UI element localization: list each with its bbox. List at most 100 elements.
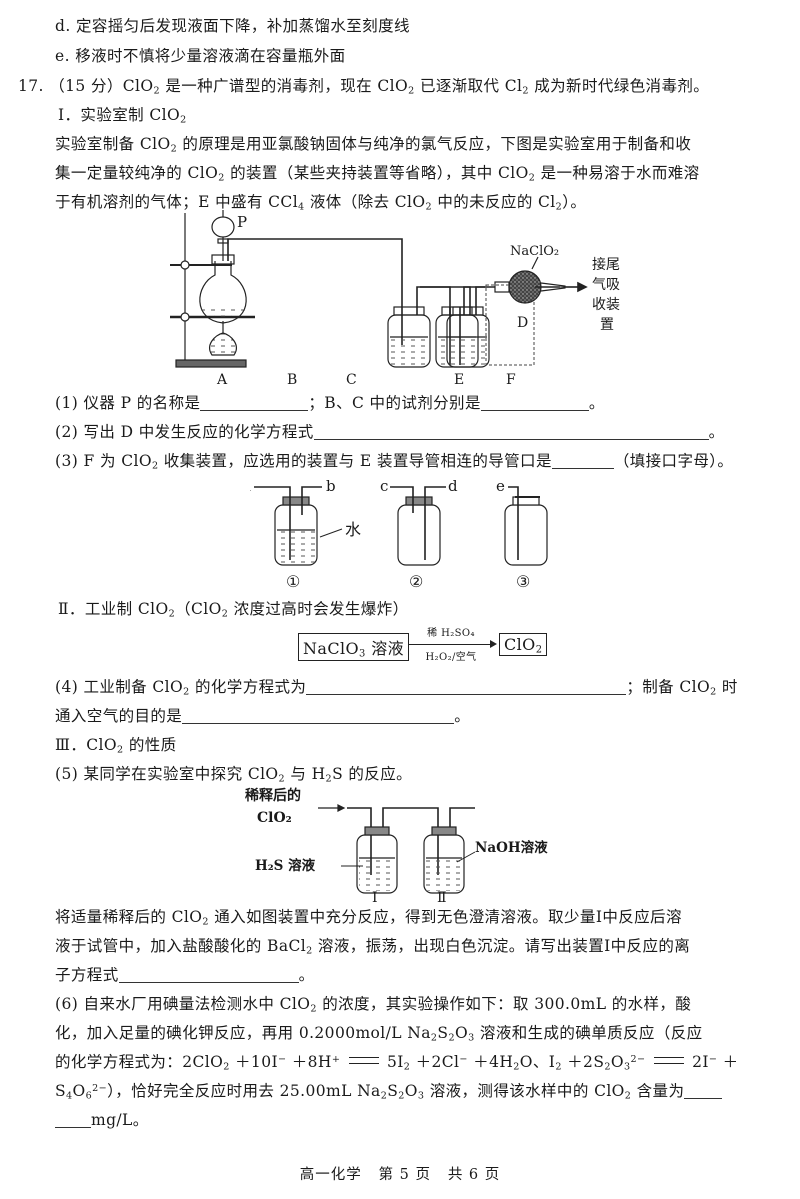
- subscript: 2: [223, 1061, 230, 1073]
- subscript: 3: [359, 648, 366, 660]
- answer-blank-1a[interactable]: [200, 395, 309, 411]
- text: 液于试管中，加入盐酸酸化的 BaCl: [55, 937, 307, 955]
- subscript: 3: [468, 1032, 475, 1044]
- formula: ClO: [504, 635, 536, 654]
- option-text: 移液时不慎将少量溶液滴在容量瓶外面: [75, 47, 346, 65]
- formula: ClO: [121, 452, 152, 470]
- subscript: 2: [153, 85, 160, 97]
- water-label: 水: [345, 520, 361, 539]
- label-e: E: [454, 372, 465, 388]
- option-text: 定容摇匀后发现液面下降，补加蒸馏水至刻度线: [75, 17, 410, 35]
- question-3: (3) F 为 ClO2 收集装置，应选用的装置与 E 装置导管相连的导管口是（…: [55, 449, 733, 471]
- answer-blank-6b[interactable]: [55, 1112, 91, 1128]
- text: Ⅰ．实验室制: [58, 106, 145, 124]
- section-2-title: Ⅱ．工业制 ClO2（ClO2 浓度过高时会发生爆炸）: [58, 597, 409, 619]
- subscript: 2: [306, 945, 313, 957]
- question-2: (2) 写出 D 中发生反应的化学方程式。: [55, 420, 725, 442]
- section-1-para-line3: 于有机溶剂的气体；E 中盛有 CCl4 液体（除去 ClO2 中的未反应的 Cl…: [55, 190, 586, 212]
- answer-blank-1b[interactable]: [480, 395, 589, 411]
- text: 实验室制备: [55, 135, 135, 153]
- formula: ClO: [137, 600, 169, 618]
- question-17-intro: 17. （15 分）ClO2 是一种广谱型的消毒剂，现在 ClO2 已逐渐取代 …: [18, 74, 709, 96]
- text: 溶液和生成的碘单质反应（反应: [479, 1024, 703, 1042]
- subscript: 2: [116, 744, 124, 756]
- bottle-3: [504, 486, 548, 566]
- subscript: 2: [710, 686, 717, 698]
- tail-gas-line2: 气吸: [592, 277, 620, 293]
- text: 是一种易溶于水而难溶: [540, 164, 700, 182]
- text: 的装置（某些夹持装置等省略），其中: [230, 164, 493, 182]
- text: 中的未反应的: [437, 193, 533, 211]
- text: ）。: [562, 193, 587, 211]
- subscript: 2: [624, 1090, 632, 1102]
- text: 含量为: [636, 1082, 685, 1100]
- text: (2) 写出 D 中发生反应的化学方程式: [55, 423, 314, 441]
- formula: ClO: [279, 995, 311, 1013]
- question-1: (1) 仪器 P 的名称是；B、C 中的试剂分别是。: [55, 391, 605, 413]
- subscript: 2: [528, 172, 536, 184]
- section-1-para-line2: 集一定量较纯净的 ClO2 的装置（某些夹持装置等省略），其中 ClO2 是一种…: [55, 161, 700, 183]
- flow-end: ClO2: [499, 633, 548, 656]
- text: 是一种广谱型的消毒剂，现在: [165, 77, 373, 95]
- answer-blank-5[interactable]: [118, 967, 299, 983]
- formula: ClO: [679, 678, 711, 696]
- inlet-label-line1: 稀释后的: [245, 787, 301, 804]
- formula: ClO: [152, 678, 184, 696]
- text: 将适量稀释后的: [55, 908, 167, 926]
- question-5-para-line2: 液于试管中，加入盐酸酸化的 BaCl2 溶液，振荡，出现白色沉淀。请写出装置Ⅰ中…: [55, 934, 690, 956]
- formula: ClO: [139, 135, 171, 153]
- text: 2I: [692, 1053, 709, 1071]
- h2s-solution-label: H₂S 溶液: [255, 857, 316, 874]
- answer-blank-2[interactable]: [313, 424, 709, 440]
- text: Ⅱ．工业制: [58, 600, 133, 618]
- subscript: 2: [513, 1061, 520, 1073]
- subscript: 2: [403, 1061, 411, 1073]
- text: ＋2S: [567, 1053, 605, 1071]
- subscript: 2: [170, 143, 178, 155]
- option-letter: e.: [55, 47, 70, 65]
- page-footer: 高一化学 第 5 页 共 6 页: [0, 1163, 800, 1184]
- question-score: （15 分）: [49, 77, 123, 95]
- label-d: D: [517, 315, 528, 331]
- text: （填接口字母）。: [613, 452, 734, 470]
- text: ＋4H: [473, 1053, 514, 1071]
- subscript: 2: [555, 201, 563, 213]
- formula: ClO: [171, 908, 203, 926]
- inlet-arrow: [318, 804, 346, 812]
- text: 。: [298, 966, 315, 984]
- subscript: 2: [183, 686, 190, 698]
- text: 已逐渐取代: [419, 77, 500, 95]
- formula: ClO: [122, 77, 154, 95]
- text: S 的反应。: [332, 765, 413, 783]
- subscript: 4: [298, 201, 305, 213]
- superscript: −: [459, 1054, 468, 1066]
- bottle-e-svg: [420, 286, 485, 368]
- subscript: 2: [151, 460, 159, 472]
- subscript: 2: [522, 85, 529, 97]
- flow-end-box: ClO2: [499, 633, 548, 656]
- answer-blank-4a[interactable]: [306, 679, 627, 695]
- label-naclo2: NaClO₂: [510, 244, 559, 259]
- subscript: 2: [180, 114, 187, 126]
- option-e: e. 移液时不慎将少量溶液滴在容量瓶外面: [55, 44, 346, 66]
- label-c: C: [346, 372, 358, 388]
- superscript: 2−: [92, 1083, 108, 1095]
- formula: ClO: [594, 1082, 625, 1100]
- section-1-title: Ⅰ．实验室制 ClO2: [58, 103, 187, 125]
- bottle-2: [390, 486, 446, 566]
- question-5-para-line3: 子方程式。: [55, 963, 315, 985]
- formula: ClO: [377, 77, 409, 95]
- port-a: a: [250, 477, 251, 495]
- answer-blank-3[interactable]: [551, 453, 614, 469]
- text: 的性质: [128, 736, 177, 754]
- answer-blank-6a[interactable]: [684, 1083, 723, 1099]
- text: 。: [588, 394, 605, 412]
- question-6-line1: (6) 自来水厂用碘量法检测水中 ClO2 的浓度，其实验操作如下：取 300.…: [55, 992, 691, 1014]
- answer-blank-4b[interactable]: [182, 708, 455, 724]
- text: ＋2Cl: [415, 1053, 460, 1071]
- subscript: 2: [202, 916, 209, 928]
- subscript: 2: [398, 1090, 405, 1102]
- text: 溶液: [365, 639, 405, 658]
- port-e: e: [496, 477, 505, 495]
- subscript: 2: [218, 172, 225, 184]
